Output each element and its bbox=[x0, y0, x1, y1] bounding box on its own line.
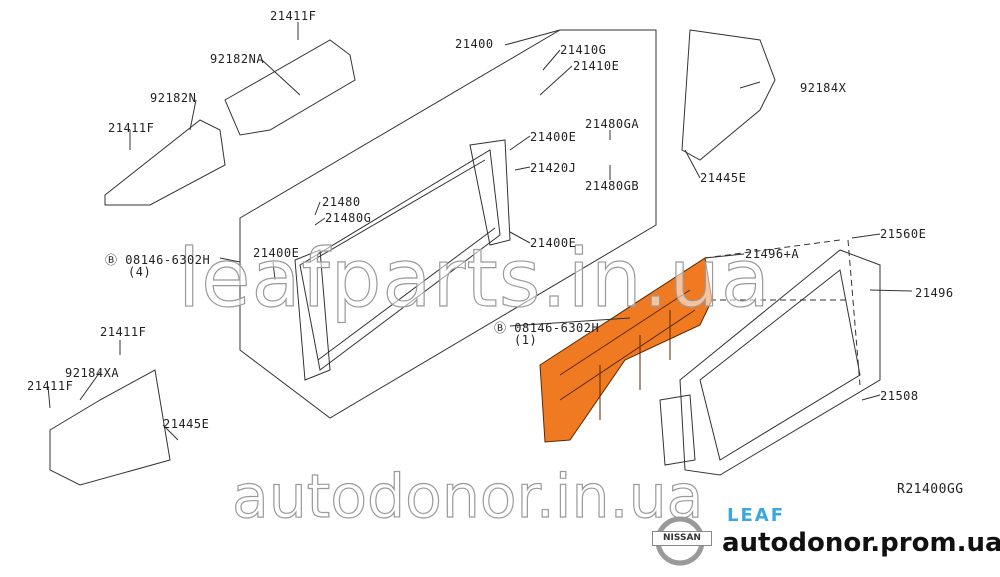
part-label: 21411F bbox=[108, 121, 155, 135]
air-guide-92182N bbox=[104, 119, 226, 206]
part-label: 21400 bbox=[455, 37, 494, 51]
part-label: 21410E bbox=[573, 59, 620, 73]
bolt-b-icon: Ⓑ bbox=[105, 253, 118, 267]
part-label-bolt: Ⓑ 08146-6302H bbox=[105, 251, 210, 268]
part-label: 21400E bbox=[530, 236, 577, 250]
part-quantity: (1) bbox=[514, 333, 538, 347]
air-guide-92184XA bbox=[49, 369, 171, 486]
diagram-code: R21400GG bbox=[897, 482, 964, 497]
part-label: 21496 bbox=[915, 286, 954, 300]
part-label: 21445E bbox=[163, 417, 210, 431]
part-label: 92182NA bbox=[210, 52, 265, 66]
part-label: 21411F bbox=[100, 325, 147, 339]
part-label: 21400E bbox=[253, 246, 300, 260]
part-label: 21480 bbox=[322, 195, 361, 209]
core-support-side-guide bbox=[659, 394, 696, 466]
part-label-bolt: Ⓑ 08146-6302H bbox=[494, 319, 599, 336]
dashed-guide-lines bbox=[704, 239, 861, 386]
part-label: 21411F bbox=[27, 379, 74, 393]
part-label: 21496+A bbox=[745, 247, 800, 261]
part-quantity: (4) bbox=[128, 265, 152, 279]
site-name: autodonor.prom.ua bbox=[722, 528, 1000, 558]
radiator-right-tank bbox=[469, 139, 511, 246]
part-label: 92182N bbox=[150, 91, 197, 105]
leaf-logo: LEAF bbox=[727, 505, 785, 526]
part-label: 21445E bbox=[700, 171, 747, 185]
leader-lines bbox=[47, 22, 913, 441]
watermark-leafparts: leafparts.in.ua bbox=[177, 231, 771, 325]
orange-panel-ribs bbox=[559, 289, 696, 420]
part-label: 21508 bbox=[880, 389, 919, 403]
bolt-code: 08146-6302H bbox=[125, 253, 211, 267]
bolt-code: 08146-6302H bbox=[514, 321, 600, 335]
nissan-logo-text: NISSAN bbox=[652, 531, 712, 546]
part-label: 21480GA bbox=[585, 117, 640, 131]
part-label: 21480G bbox=[325, 211, 372, 225]
radiator-core-support bbox=[679, 249, 881, 476]
radiator bbox=[299, 149, 501, 371]
watermark-autodonor: autodonor.in.ua bbox=[231, 461, 704, 532]
air-guide-92182NA bbox=[224, 39, 356, 136]
part-label: 21480GB bbox=[585, 179, 640, 193]
part-label: 92184XA bbox=[65, 366, 120, 380]
part-label: 21411F bbox=[270, 9, 317, 23]
part-label: 21410G bbox=[560, 43, 607, 57]
part-label: 92184X bbox=[800, 81, 847, 95]
part-label: 21400E bbox=[530, 130, 577, 144]
radiator-left-tank bbox=[294, 249, 331, 381]
part-label: 21560E bbox=[880, 227, 927, 241]
bolt-b-icon: Ⓑ bbox=[494, 321, 507, 335]
air-guide-92184X bbox=[681, 29, 776, 161]
part-label: 21420J bbox=[530, 161, 577, 175]
